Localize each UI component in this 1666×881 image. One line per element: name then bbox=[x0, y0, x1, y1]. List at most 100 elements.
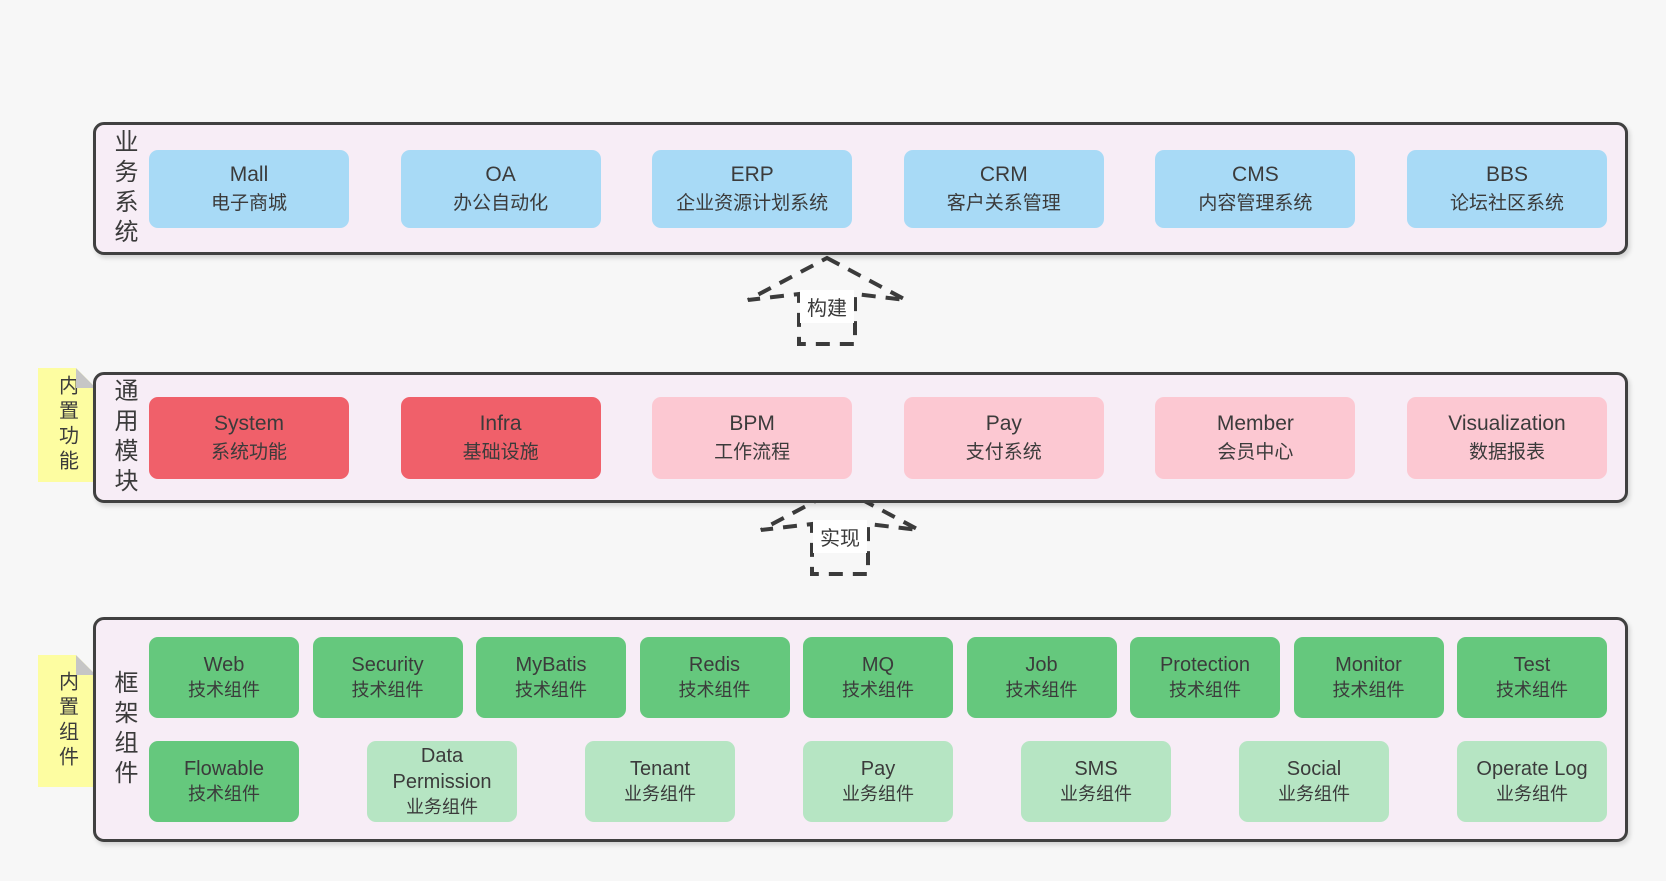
module-box-title: Data Permission bbox=[392, 745, 492, 793]
module-box-subtitle: 技术组件 bbox=[678, 680, 751, 700]
module-box-subtitle: 技术组件 bbox=[1332, 680, 1405, 700]
module-box-test: Test 技术组件 bbox=[1457, 637, 1607, 718]
module-box-system: System 系统功能 bbox=[149, 396, 349, 479]
module-box-title: Mall bbox=[229, 163, 269, 186]
module-box-security: Security 技术组件 bbox=[312, 637, 463, 718]
module-box-subtitle: 技术组件 bbox=[515, 680, 587, 700]
module-box-subtitle: 会员中心 bbox=[1217, 442, 1294, 463]
module-box-subtitle: 技术组件 bbox=[351, 680, 424, 700]
module-box-title: BPM bbox=[729, 412, 775, 435]
module-box-title: MyBatis bbox=[515, 654, 587, 676]
module-box-title: ERP bbox=[730, 163, 774, 186]
module-box-title: CMS bbox=[1232, 163, 1279, 186]
arrow-label-build: 构建 bbox=[807, 297, 847, 320]
module-box-subtitle: 数据报表 bbox=[1468, 442, 1545, 463]
module-box-infra: Infra 基础设施 bbox=[400, 396, 601, 479]
module-box-title: Monitor bbox=[1335, 654, 1402, 676]
module-box-subtitle: 业务组件 bbox=[1278, 784, 1350, 804]
module-box-subtitle: 业务组件 bbox=[1060, 784, 1132, 804]
module-box-title: CRM bbox=[979, 163, 1028, 186]
module-box-mybatis: MyBatis 技术组件 bbox=[476, 637, 626, 718]
boxes-common-modules: System 系统功能 Infra 基础设施 BPM 工作流程 Pay 支付系统 Member 会… bbox=[141, 396, 1625, 479]
module-box-title: Operate Log bbox=[1476, 758, 1588, 780]
module-box-title: Tenant bbox=[629, 758, 691, 780]
module-box-subtitle: 企业资源计划系统 bbox=[676, 193, 829, 214]
module-box-subtitle: 电子商城 bbox=[210, 193, 287, 214]
module-box-title: BBS bbox=[1485, 163, 1528, 186]
module-box-monitor: Monitor 技术组件 bbox=[1293, 637, 1444, 718]
module-box-title: Web bbox=[203, 654, 245, 676]
module-box-subtitle: 业务组件 bbox=[624, 784, 696, 804]
module-box-title: Member bbox=[1216, 412, 1294, 435]
module-box-data-permission: Data Permission 业务组件 bbox=[367, 741, 517, 822]
module-box-subtitle: 业务组件 bbox=[842, 784, 914, 804]
module-box-cms: CMS 内容管理系统 bbox=[1155, 149, 1356, 228]
module-box-subtitle: 工作流程 bbox=[714, 442, 791, 463]
layer-label-common-modules: 通用模块 bbox=[110, 377, 137, 498]
module-box-title: MQ bbox=[861, 654, 895, 676]
layer-label-business-systems: 业务系统 bbox=[110, 128, 137, 249]
module-box-web: Web 技术组件 bbox=[149, 637, 299, 718]
module-box-subtitle: 技术组件 bbox=[188, 680, 260, 700]
module-box-subtitle: 技术组件 bbox=[1496, 680, 1568, 700]
dashed-up-arrow-build-icon: 构建 bbox=[747, 255, 907, 346]
module-box-title: Protection bbox=[1159, 654, 1251, 676]
module-box-crm: CRM 客户关系管理 bbox=[903, 149, 1104, 228]
layer-label-framework-components: 框架组件 bbox=[110, 669, 137, 790]
module-box-subtitle: 办公自动化 bbox=[453, 193, 549, 214]
layer-panel-common-modules: 通用模块 System 系统功能 Infra 基础设施 BPM 工作流程 Pay 支付系统 Me… bbox=[93, 372, 1628, 503]
module-box-bbs: BBS 论坛社区系统 bbox=[1406, 149, 1607, 228]
module-box-subtitle: 基础设施 bbox=[462, 442, 539, 463]
module-box-pay: Pay 支付系统 bbox=[903, 396, 1104, 479]
sticky-note-built-in-features: 内置功能 bbox=[38, 368, 96, 482]
module-box-job: Job 技术组件 bbox=[966, 637, 1117, 718]
module-box-title: Job bbox=[1025, 654, 1058, 676]
arrow-label-implement: 实现 bbox=[820, 527, 860, 550]
module-box-subtitle: 支付系统 bbox=[965, 442, 1042, 463]
sticky-note-label: 内置功能 bbox=[55, 375, 78, 475]
module-box-pay: Pay 业务组件 bbox=[803, 741, 953, 822]
layer-panel-business-systems: 业务系统 Mall 电子商城 OA 办公自动化 ERP 企业资源计划系统 CRM 客户关系管理… bbox=[93, 122, 1628, 255]
module-box-title: Social bbox=[1286, 758, 1342, 780]
module-box-title: Redis bbox=[688, 654, 741, 676]
module-box-bpm: BPM 工作流程 bbox=[652, 396, 853, 479]
module-box-subtitle: 技术组件 bbox=[188, 784, 260, 804]
module-box-title: Flowable bbox=[183, 758, 265, 780]
module-box-subtitle: 系统功能 bbox=[210, 442, 287, 463]
module-box-title: Pay bbox=[860, 758, 896, 780]
module-box-member: Member 会员中心 bbox=[1155, 396, 1356, 479]
module-box-title: Security bbox=[351, 654, 424, 676]
sticky-note-label: 内置组件 bbox=[55, 671, 78, 771]
module-box-subtitle: 技术组件 bbox=[1169, 680, 1241, 700]
module-box-visualization: Visualization 数据报表 bbox=[1406, 396, 1607, 479]
module-box-subtitle: 内容管理系统 bbox=[1198, 193, 1313, 214]
module-box-subtitle: 业务组件 bbox=[1496, 784, 1568, 804]
module-box-tenant: Tenant 业务组件 bbox=[585, 741, 735, 822]
module-box-flowable: Flowable 技术组件 bbox=[149, 741, 299, 822]
module-box-title: Pay bbox=[985, 412, 1022, 435]
boxes-business-systems: Mall 电子商城 OA 办公自动化 ERP 企业资源计划系统 CRM 客户关系管理 CMS 内容… bbox=[141, 149, 1625, 228]
module-box-erp: ERP 企业资源计划系统 bbox=[652, 149, 853, 228]
module-box-title: Test bbox=[1513, 654, 1551, 676]
module-box-title: System bbox=[213, 412, 284, 435]
module-box-subtitle: 业务组件 bbox=[406, 797, 478, 817]
module-box-operate-log: Operate Log 业务组件 bbox=[1457, 741, 1607, 822]
module-box-title: SMS bbox=[1074, 758, 1118, 780]
module-box-subtitle: 技术组件 bbox=[1005, 680, 1078, 700]
module-box-mall: Mall 电子商城 bbox=[149, 149, 349, 228]
module-box-oa: OA 办公自动化 bbox=[400, 149, 601, 228]
module-box-title: Infra bbox=[479, 412, 522, 435]
module-box-subtitle: 论坛社区系统 bbox=[1449, 193, 1564, 214]
module-box-subtitle: 客户关系管理 bbox=[946, 193, 1061, 214]
module-box-protection: Protection 技术组件 bbox=[1130, 637, 1280, 718]
dashed-up-arrow-implement-icon: 实现 bbox=[760, 485, 920, 576]
module-box-sms: SMS 业务组件 bbox=[1021, 741, 1171, 822]
module-box-title: Visualization bbox=[1448, 412, 1566, 435]
module-box-title: OA bbox=[485, 163, 516, 186]
sticky-note-built-in-components: 内置组件 bbox=[38, 655, 96, 787]
module-box-redis: Redis 技术组件 bbox=[639, 637, 790, 718]
module-box-subtitle: 技术组件 bbox=[842, 680, 914, 700]
